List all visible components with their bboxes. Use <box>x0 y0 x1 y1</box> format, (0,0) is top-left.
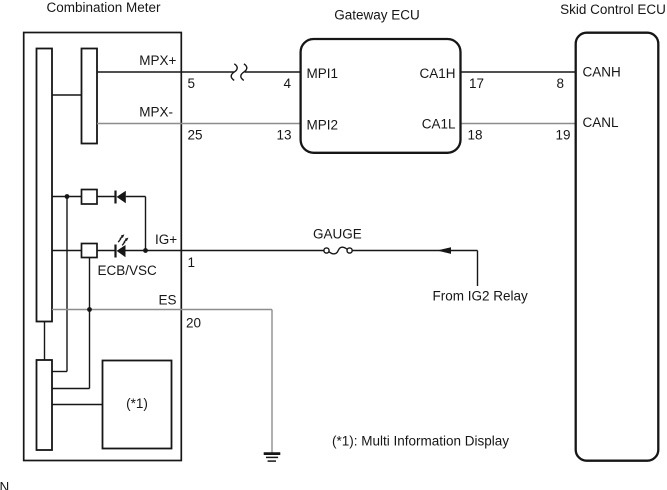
svg-text:20: 20 <box>186 316 201 331</box>
svg-text:MPX-: MPX- <box>139 105 173 120</box>
svg-text:MPI1: MPI1 <box>307 66 339 81</box>
svg-text:Skid Control ECU: Skid Control ECU <box>560 2 666 17</box>
svg-text:N: N <box>0 480 9 490</box>
svg-text:GAUGE: GAUGE <box>313 227 362 242</box>
svg-text:ES: ES <box>159 293 177 308</box>
svg-text:CANH: CANH <box>583 65 621 80</box>
svg-text:CA1L: CA1L <box>422 117 456 132</box>
svg-text:(*1): (*1) <box>126 396 148 411</box>
svg-text:25: 25 <box>188 128 203 143</box>
svg-text:Gateway ECU: Gateway ECU <box>334 8 420 23</box>
svg-text:18: 18 <box>468 128 483 143</box>
svg-text:MPI2: MPI2 <box>307 118 339 133</box>
svg-text:ECB/VSC: ECB/VSC <box>98 263 158 278</box>
svg-text:17: 17 <box>469 76 484 91</box>
svg-text:Combination Meter: Combination Meter <box>46 0 161 15</box>
svg-text:IG+: IG+ <box>155 232 177 247</box>
svg-text:From IG2 Relay: From IG2 Relay <box>433 289 529 304</box>
svg-text:5: 5 <box>188 76 196 91</box>
svg-text:13: 13 <box>277 128 292 143</box>
svg-text:CA1H: CA1H <box>419 66 455 81</box>
svg-text:(*1): Multi Information Displa: (*1): Multi Information Display <box>332 434 509 449</box>
svg-text:4: 4 <box>284 76 292 91</box>
svg-text:8: 8 <box>557 76 565 91</box>
svg-text:CANL: CANL <box>583 115 620 130</box>
svg-text:MPX+: MPX+ <box>139 53 176 68</box>
svg-text:1: 1 <box>188 255 196 270</box>
svg-text:19: 19 <box>556 128 571 143</box>
